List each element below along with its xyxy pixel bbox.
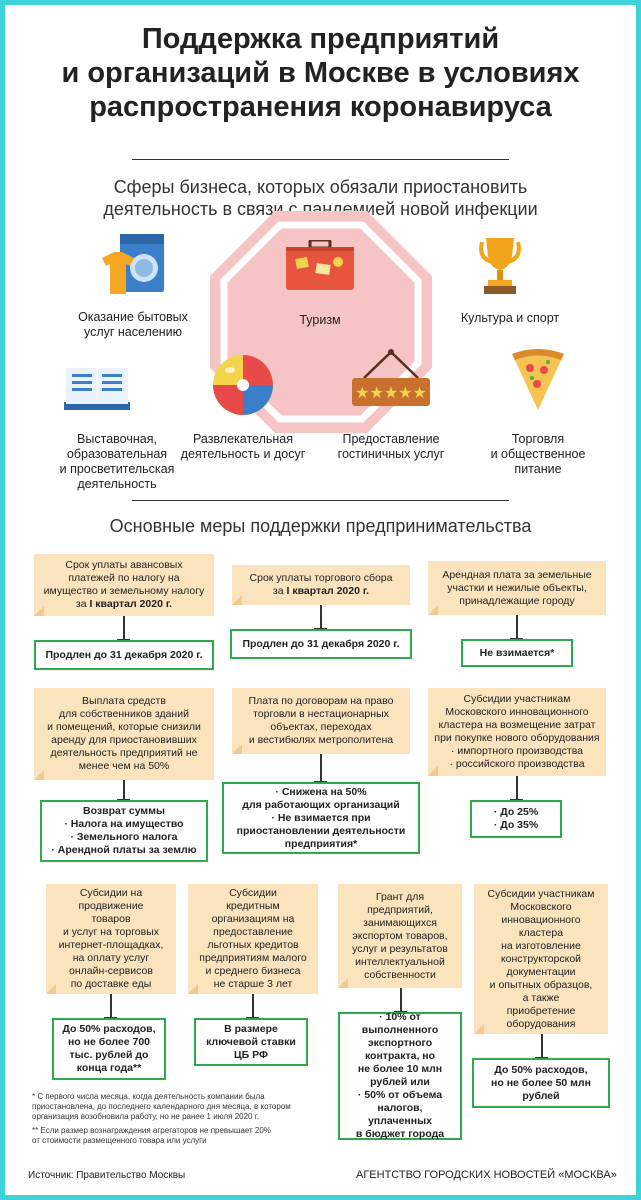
measure-6-answer: · До 25%· До 35% bbox=[470, 800, 562, 838]
measure-3-answer: Не взимается* bbox=[461, 639, 573, 667]
svg-text:★★★★★: ★★★★★ bbox=[355, 383, 427, 402]
connector bbox=[315, 605, 326, 629]
connector bbox=[105, 994, 116, 1018]
title-line: и организаций в Москве в условиях bbox=[61, 57, 580, 89]
page-title: Поддержка предприятий и организаций в Мо… bbox=[20, 22, 621, 124]
connector bbox=[511, 615, 522, 639]
connector bbox=[118, 616, 129, 640]
sphere-tourism: Туризм bbox=[299, 313, 341, 327]
footnote-2: ** Если размер вознаграждения агрегаторо… bbox=[32, 1126, 271, 1145]
agency-credit: АГЕНТСТВО ГОРОДСКИХ НОВОСТЕЙ «МОСКВА» bbox=[356, 1169, 617, 1181]
source-credit: Источник: Правительство Москвы bbox=[28, 1170, 186, 1181]
title-line: распространения коронавируса bbox=[89, 91, 552, 123]
measure-5-answer: · Снижена на 50%для работающих организац… bbox=[222, 782, 420, 854]
measure-1-answer: Продлен до 31 декабря 2020 г. bbox=[34, 640, 214, 670]
divider bbox=[132, 500, 509, 501]
measures-heading: Основные меры поддержки предпринимательс… bbox=[109, 516, 532, 536]
beach-ball-icon bbox=[213, 355, 273, 415]
pizza-slice-icon bbox=[512, 349, 564, 410]
book-icon bbox=[64, 368, 130, 410]
connector bbox=[511, 776, 522, 800]
divider bbox=[132, 159, 509, 160]
measure-4-answer: Возврат суммы· Налога на имущество· Земе… bbox=[40, 800, 208, 862]
footnote-1: * С первого числа месяца, когда деятельн… bbox=[32, 1092, 291, 1121]
sphere-exhibition: Выставочная,образовательная и просветите… bbox=[59, 432, 175, 491]
connector bbox=[247, 994, 258, 1018]
connector bbox=[536, 1034, 547, 1058]
connector bbox=[315, 754, 326, 782]
suitcase-icon bbox=[286, 240, 354, 290]
washing-machine-icon bbox=[102, 234, 164, 294]
connector bbox=[395, 988, 406, 1012]
hotel-stars-icon: ★★★★★ bbox=[352, 349, 430, 406]
measure-2-answer: Продлен до 31 декабря 2020 г. bbox=[230, 629, 412, 659]
trophy-icon bbox=[479, 238, 521, 294]
sphere-culture: Культура и спорт bbox=[460, 311, 560, 325]
connector bbox=[118, 780, 129, 800]
spheres-heading: Сферы бизнеса, которых обязали приостано… bbox=[103, 177, 538, 219]
title-line: Поддержка предприятий bbox=[141, 23, 500, 55]
